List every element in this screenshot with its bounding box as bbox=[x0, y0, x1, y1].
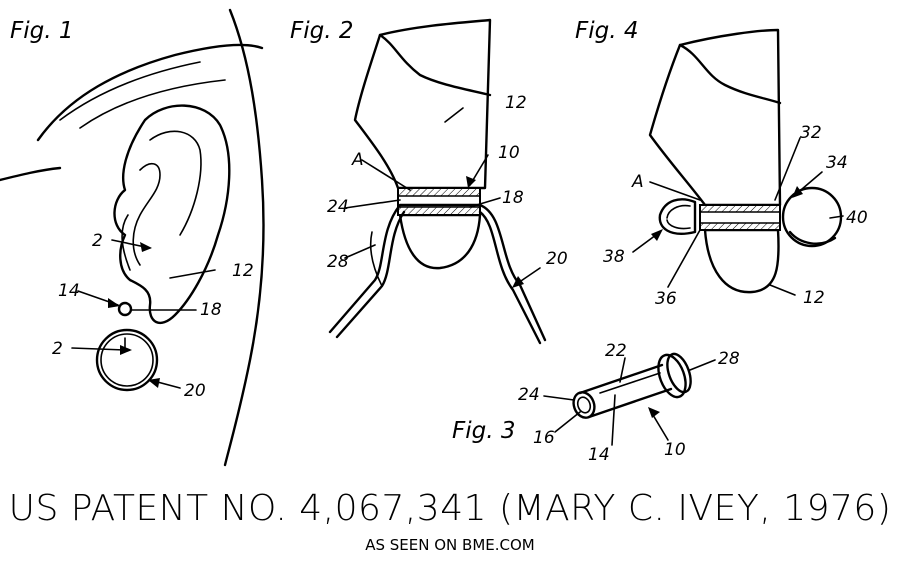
label-10: 10 bbox=[664, 440, 686, 460]
label-12: 12 bbox=[803, 288, 825, 308]
label-40: 40 bbox=[846, 208, 868, 228]
hoop-wire-fig2 bbox=[330, 205, 545, 340]
label-16: 16 bbox=[533, 428, 555, 448]
label-12: 12 bbox=[232, 261, 254, 281]
label-20: 20 bbox=[184, 381, 206, 401]
label-38: 38 bbox=[603, 247, 625, 267]
figure-1: Fig. 1 2 12 14 18 2 20 bbox=[0, 10, 264, 465]
ear-section-lower bbox=[400, 215, 480, 268]
ear-section-lower-fig4 bbox=[705, 230, 779, 292]
label-24: 24 bbox=[327, 197, 349, 217]
label-A: A bbox=[351, 150, 364, 170]
label-12: 12 bbox=[505, 93, 527, 113]
fig3-title: Fig. 3 bbox=[452, 418, 515, 444]
ear-section-upper bbox=[355, 20, 490, 188]
fig2-title: Fig. 2 bbox=[290, 18, 353, 44]
label-18: 18 bbox=[200, 300, 222, 320]
label-32: 32 bbox=[800, 123, 822, 143]
label-2b: 2 bbox=[52, 339, 63, 359]
label-28: 28 bbox=[327, 252, 349, 272]
ear-outline bbox=[114, 106, 229, 323]
pin-14 bbox=[119, 303, 131, 315]
ear-section-upper-fig4 bbox=[650, 30, 780, 205]
fig4-title: Fig. 4 bbox=[575, 18, 638, 44]
label-28: 28 bbox=[718, 349, 740, 369]
label-22: 22 bbox=[605, 341, 627, 361]
label-14: 14 bbox=[588, 445, 610, 465]
label-20: 20 bbox=[546, 249, 568, 269]
figure-2: Fig. 2 12 A 10 24 18 28 20 bbox=[290, 18, 568, 343]
figure-3: Fig. 3 22 28 24 16 14 10 bbox=[452, 341, 740, 465]
label-24: 24 bbox=[518, 385, 540, 405]
fig1-title: Fig. 1 bbox=[10, 18, 73, 44]
figure-4: Fig. 4 32 34 A 40 38 36 12 bbox=[575, 18, 868, 309]
patent-caption: US PATENT NO. 4,067,341 (MARY C. IVEY, 1… bbox=[0, 488, 900, 529]
hoop-earring bbox=[97, 330, 157, 390]
source-credit: AS SEEN ON BME.COM bbox=[0, 536, 900, 554]
label-34: 34 bbox=[826, 153, 848, 173]
label-2a: 2 bbox=[92, 231, 103, 251]
label-14: 14 bbox=[58, 281, 80, 301]
label-18: 18 bbox=[502, 188, 524, 208]
label-10: 10 bbox=[498, 143, 520, 163]
label-A: A bbox=[631, 172, 644, 192]
head-outline bbox=[38, 45, 262, 140]
label-36: 36 bbox=[655, 289, 677, 309]
